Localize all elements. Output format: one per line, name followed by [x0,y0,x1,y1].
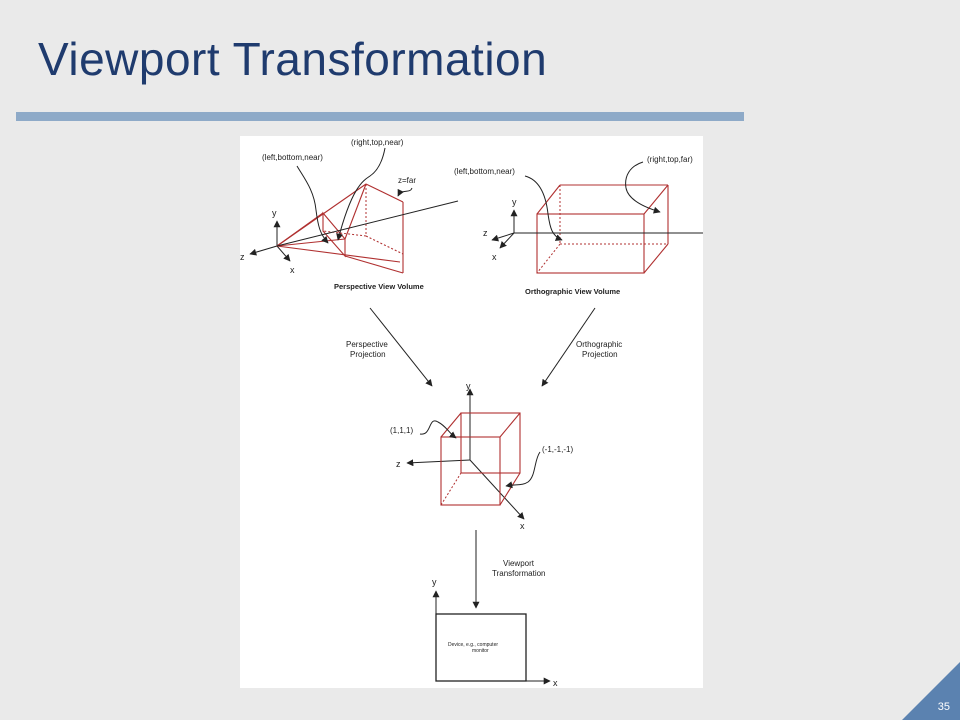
device-axis-y: y [432,577,437,587]
callout-cube-negative [505,451,541,489]
orthographic-caption: Orthographic View Volume [525,287,620,296]
callout-ortho-left-bottom-near [524,175,563,241]
title-underline [16,112,744,121]
slide-corner-triangle [902,662,960,720]
callout-right-top-near [336,147,386,241]
callout-z-far [397,187,413,197]
slide-page-number: 35 [937,701,950,713]
canonical-cube: y z x (1,1,1) (-1,-1,-1) [390,381,573,531]
perspective-volume: y z x (right,top,near) (le [240,138,459,291]
callout-ortho-right-top-far [625,161,661,214]
orthographic-hidden-edges [536,185,668,274]
device-rectangle [435,613,527,682]
device-axis-x: x [553,678,558,688]
callout-left-bottom-near [296,165,329,244]
cube-axes [406,388,525,520]
orthographic-projection-label-2: Projection [582,350,618,359]
label-ortho-right-top-far: (right,top,far) [647,155,693,164]
label-cube-negative: (-1,-1,-1) [542,445,573,454]
orthographic-axes [491,209,518,249]
orthographic-projection-label-1: Orthographic [576,340,622,349]
device-screen: y x Device, e.g., computer monitor [432,577,558,688]
orthographic-axis-z: z [483,228,488,238]
viewport-transformation-label-1: Viewport [503,559,535,568]
orthographic-volume: y z x (left,bottom,near) (right,top,far)… [454,155,703,296]
device-label-1: Device, e.g., computer [448,642,498,648]
cube-axis-y: y [466,381,471,391]
cube-axis-z: z [396,459,401,469]
cube-edges [440,412,521,506]
cube-hidden-edge [440,472,462,506]
label-ortho-left-bottom-near: (left,bottom,near) [454,167,515,176]
label-right-top-near: (right,top,near) [351,138,404,147]
perspective-axis-x: x [290,265,295,275]
perspective-axis-z: z [240,252,245,262]
label-left-bottom-near: (left,bottom,near) [262,153,323,162]
perspective-projection-label-1: Perspective [346,340,388,349]
label-cube-positive: (1,1,1) [390,426,413,435]
perspective-caption: Perspective View Volume [334,282,424,291]
viewport-transformation-label-2: Transformation [492,569,546,578]
perspective-frustum [276,183,404,274]
perspective-axis-y: y [272,208,277,218]
perspective-view-line [276,200,459,247]
projection-arrows [369,307,596,387]
orthographic-axis-y: y [512,197,517,207]
perspective-axes [249,220,291,262]
device-label-2: monitor [472,648,489,654]
slide-title: Viewport Transformation [38,33,548,85]
viewport-diagram: y z x (right,top,near) (le [240,136,703,688]
label-z-far: z=far [398,176,416,185]
cube-axis-x: x [520,521,525,531]
orthographic-box [536,184,669,274]
orthographic-projection-arrow [541,307,596,387]
perspective-projection-label-2: Projection [350,350,386,359]
perspective-projection-arrow [369,307,433,387]
orthographic-axis-x: x [492,252,497,262]
perspective-hidden-edges [322,184,404,255]
callout-cube-positive [419,420,457,439]
